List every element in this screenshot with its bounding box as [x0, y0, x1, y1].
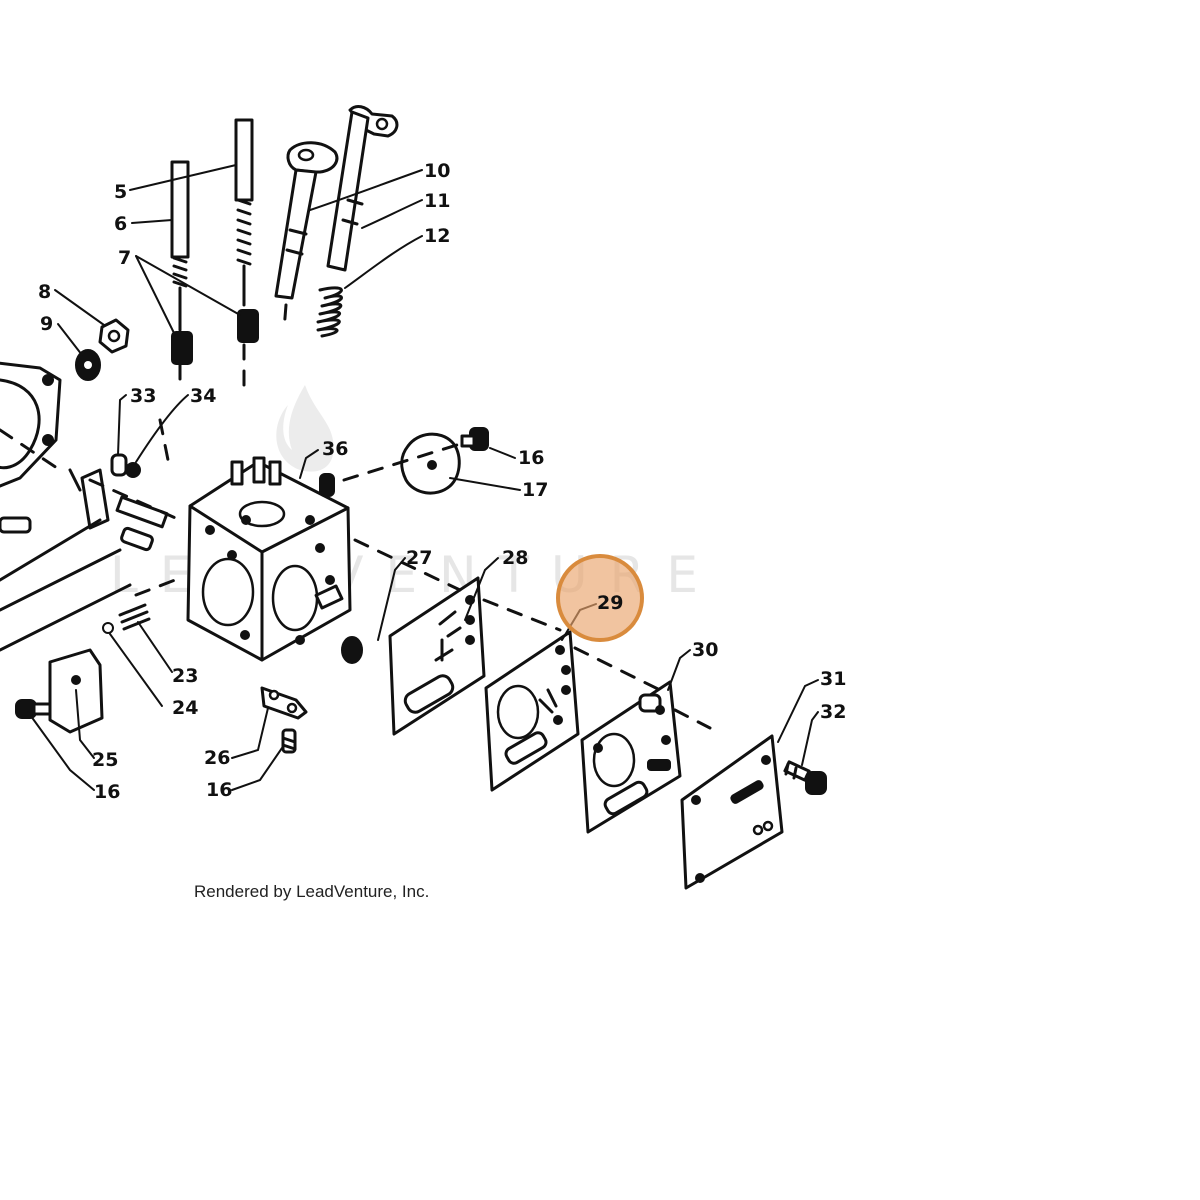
part-needle-27 [341, 636, 363, 664]
part-shaft-11 [326, 105, 399, 272]
callout-25: 25 [92, 749, 118, 771]
callout-5: 5 [114, 181, 127, 203]
callout-10: 10 [424, 160, 450, 182]
part-diaphragm-17 [400, 432, 461, 495]
part-gasket-28 [388, 576, 486, 736]
part-screw-6 [170, 160, 190, 332]
callout-36: 36 [322, 438, 348, 460]
part-screw-5 [234, 118, 254, 307]
part-washer-9 [75, 349, 101, 381]
part-screw-16-bottom [281, 728, 297, 754]
part-spring-12 [316, 286, 343, 338]
callout-28: 28 [502, 547, 528, 569]
part-cover-31 [680, 734, 784, 890]
callout-12: 12 [424, 225, 450, 247]
watermark-flame-icon [276, 385, 334, 472]
part-screw-16-top [460, 427, 489, 451]
callout-8: 8 [38, 281, 51, 303]
credit-text: Rendered by LeadVenture, Inc. [194, 882, 429, 901]
part-left-cover-gasket [0, 361, 62, 488]
callout-34: 34 [190, 385, 216, 407]
callout-16-top: 16 [518, 447, 544, 469]
callout-11: 11 [424, 190, 450, 212]
highlight-circle[interactable] [556, 554, 644, 642]
callout-16-bottom: 16 [206, 779, 232, 801]
callouts: 5 6 7 8 9 10 11 12 33 34 36 16 17 27 28 … [38, 160, 846, 803]
callout-7: 7 [118, 247, 131, 269]
part-spring-23-pin-24 [102, 603, 151, 634]
callout-32: 32 [820, 701, 846, 723]
callout-24: 24 [172, 697, 198, 719]
callout-29[interactable]: 29 [597, 592, 623, 614]
callout-30: 30 [692, 639, 718, 661]
part-screw-16-left [15, 699, 52, 719]
part-springs-7 [171, 309, 259, 365]
callout-27: 27 [406, 547, 432, 569]
part-nut-8 [98, 318, 130, 354]
callout-9: 9 [40, 313, 53, 335]
callout-17: 17 [522, 479, 548, 501]
highlighted-callout-29[interactable]: 29 [556, 554, 644, 642]
part-small-pieces-33-34 [110, 453, 141, 478]
callout-26: 26 [204, 747, 230, 769]
callout-33: 33 [130, 385, 156, 407]
callout-23: 23 [172, 665, 198, 687]
callout-16-left: 16 [94, 781, 120, 803]
part-gasket-29 [484, 630, 580, 792]
part-pump-body-30 [580, 680, 682, 834]
part-carburetor-body [186, 456, 352, 662]
part-shaft-10 [274, 141, 339, 300]
callout-6: 6 [114, 213, 127, 235]
callout-31: 31 [820, 668, 846, 690]
part-bracket-26 [260, 686, 308, 720]
explosion-lines [0, 303, 712, 730]
part-screw-32 [783, 760, 827, 795]
